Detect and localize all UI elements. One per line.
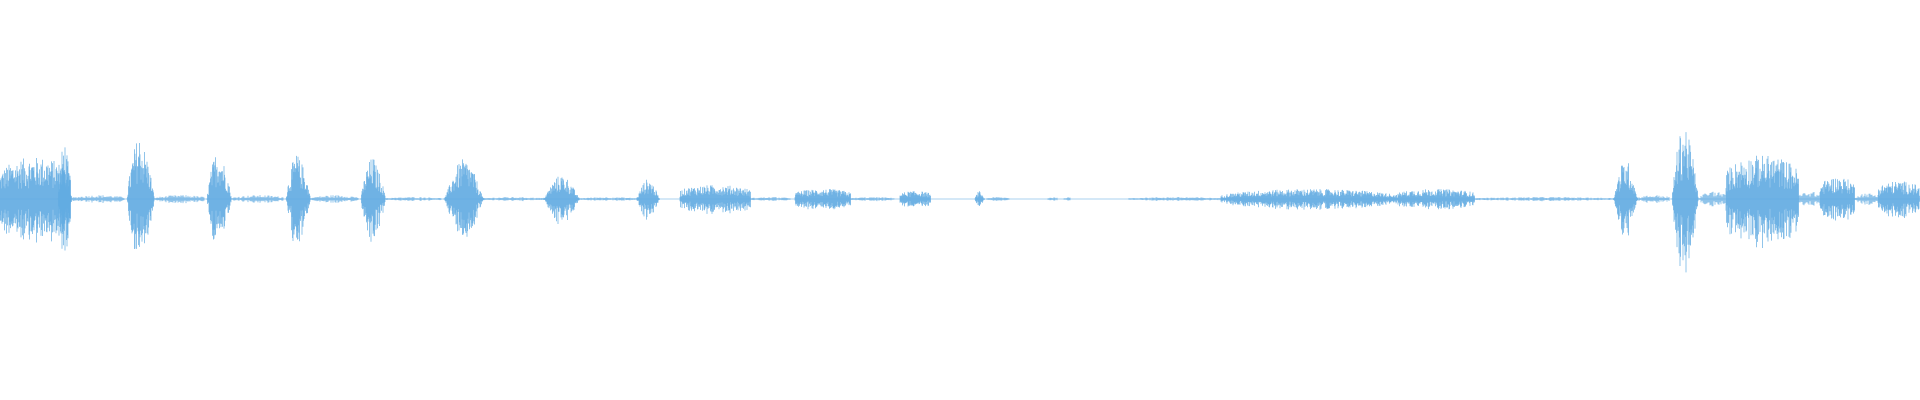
- waveform-bars: [0, 132, 1920, 273]
